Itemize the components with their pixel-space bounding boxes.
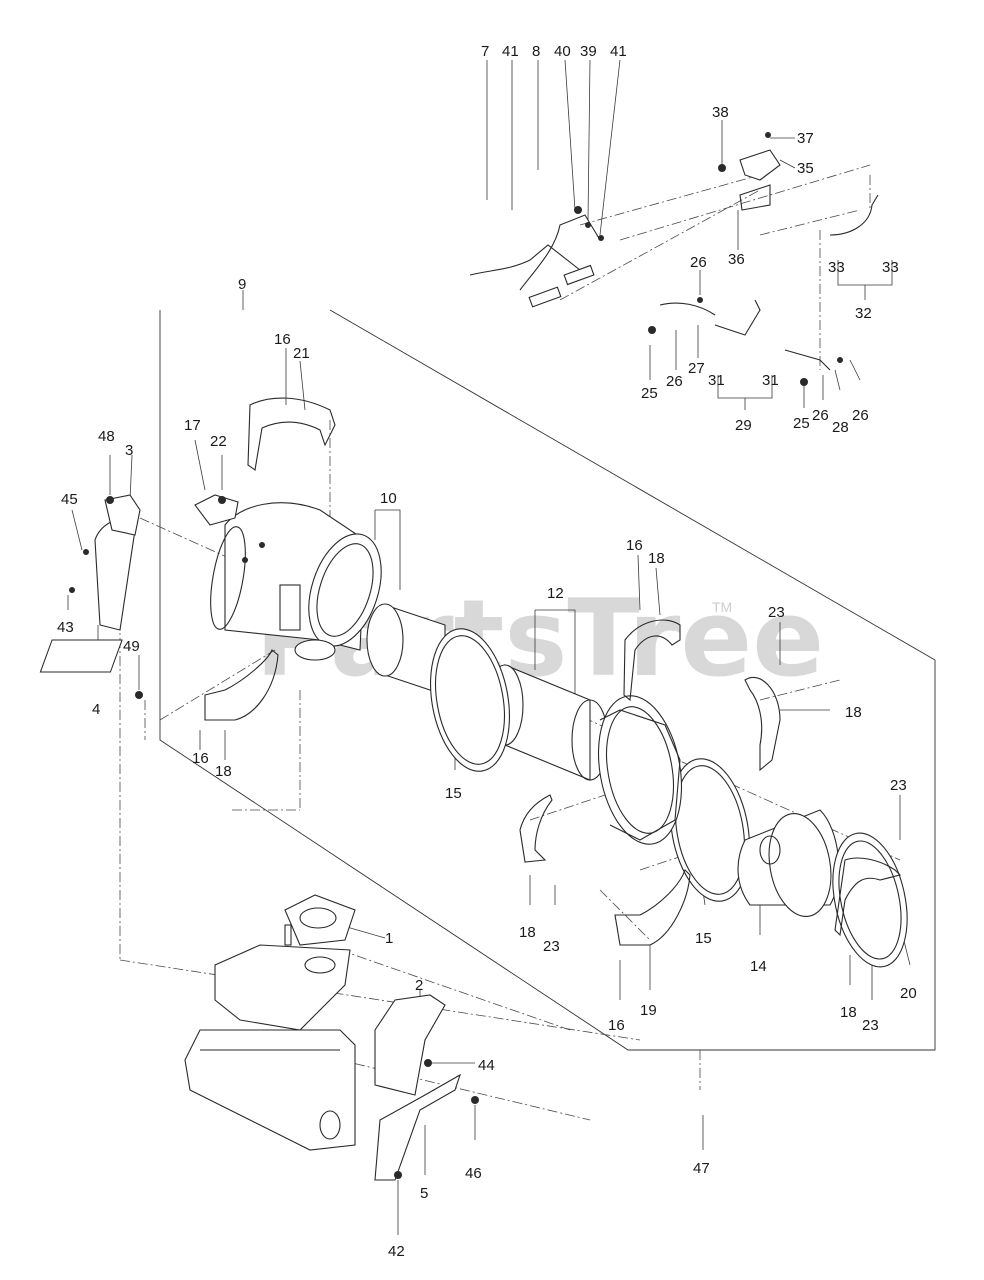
callout-8: 8 <box>532 43 540 60</box>
callout-41: 41 <box>610 43 627 60</box>
callout-14: 14 <box>750 958 767 975</box>
callout-3: 3 <box>125 442 133 459</box>
bracket-part-4 <box>69 494 143 699</box>
callout-2: 2 <box>415 977 423 994</box>
callout-33: 33 <box>828 259 845 276</box>
callout-26: 26 <box>666 373 683 390</box>
callout-16: 16 <box>274 331 291 348</box>
callout-20: 20 <box>900 985 917 1002</box>
callout-labels: 7 41 8 40 39 41 38 37 35 36 26 33 33 32 … <box>57 43 917 1260</box>
callout-18: 18 <box>215 763 232 780</box>
callout-26: 26 <box>690 254 707 271</box>
callout-36: 36 <box>728 251 745 268</box>
callout-31: 31 <box>708 372 725 389</box>
callout-35: 35 <box>797 160 814 177</box>
callout-23: 23 <box>768 604 785 621</box>
callout-16: 16 <box>608 1017 625 1034</box>
callout-9: 9 <box>238 276 246 293</box>
callout-22: 22 <box>210 433 227 450</box>
flange-section <box>597 695 683 845</box>
callout-44: 44 <box>478 1057 495 1074</box>
callout-48: 48 <box>98 428 115 445</box>
watermark-trademark: TM <box>712 599 732 615</box>
callout-15: 15 <box>695 930 712 947</box>
callout-18: 18 <box>648 550 665 567</box>
callout-18: 18 <box>845 704 862 721</box>
callout-46: 46 <box>465 1165 482 1182</box>
callout-37: 37 <box>797 130 814 147</box>
callout-26: 26 <box>812 407 829 424</box>
callout-17: 17 <box>184 417 201 434</box>
callout-41: 41 <box>502 43 519 60</box>
callout-23: 23 <box>862 1017 879 1034</box>
callout-19: 19 <box>640 1002 657 1019</box>
muffler-housing-part-10 <box>39 502 382 673</box>
callout-23: 23 <box>543 938 560 955</box>
callout-47: 47 <box>693 1160 710 1177</box>
callout-15: 15 <box>445 785 462 802</box>
callout-16: 16 <box>626 537 643 554</box>
callout-18: 18 <box>840 1004 857 1021</box>
callout-38: 38 <box>712 104 729 121</box>
callout-12: 12 <box>547 585 564 602</box>
callout-5: 5 <box>420 1185 428 1202</box>
callout-7: 7 <box>481 43 489 60</box>
callout-18: 18 <box>519 924 536 941</box>
gasket-part-15 <box>429 628 751 902</box>
support-bracket-part-2 <box>374 994 479 1181</box>
callout-32: 32 <box>855 305 872 322</box>
callout-25: 25 <box>641 385 658 402</box>
callout-31: 31 <box>762 372 779 389</box>
clamp-brackets <box>204 397 902 946</box>
callout-39: 39 <box>580 43 597 60</box>
callout-40: 40 <box>554 43 571 60</box>
callout-4: 4 <box>92 701 100 718</box>
callout-16: 16 <box>192 750 209 767</box>
callout-43: 43 <box>57 619 74 636</box>
callout-21: 21 <box>293 345 310 362</box>
callout-29: 29 <box>735 417 752 434</box>
callout-23: 23 <box>890 777 907 794</box>
callout-26: 26 <box>852 407 869 424</box>
callout-49: 49 <box>123 638 140 655</box>
callout-42: 42 <box>388 1243 405 1260</box>
assembly-frame <box>159 309 936 1051</box>
callout-1: 1 <box>385 930 393 947</box>
callout-45: 45 <box>61 491 78 508</box>
callout-10: 10 <box>380 490 397 507</box>
callout-28: 28 <box>832 419 849 436</box>
sensor-pipes <box>469 132 879 386</box>
callout-27: 27 <box>688 360 705 377</box>
cylinder-head <box>184 1029 356 1151</box>
end-cap-part-14 <box>737 809 840 918</box>
callout-25: 25 <box>793 415 810 432</box>
callout-33: 33 <box>882 259 899 276</box>
exhaust-manifold-part-1 <box>214 894 356 1031</box>
flange-plate-part-17 <box>194 494 239 526</box>
